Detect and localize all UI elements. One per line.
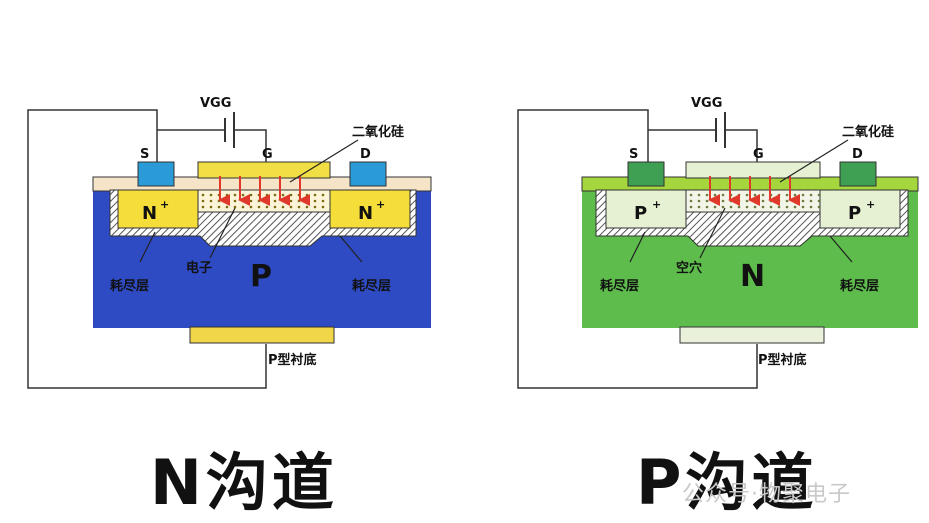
right-substrate-contact xyxy=(679,326,825,344)
right-g-label: G xyxy=(753,147,764,162)
right-body-label: N xyxy=(740,259,765,294)
right-p-well-right-label: P xyxy=(848,203,861,224)
left-channel-electrons xyxy=(198,190,330,212)
left-gate-wire xyxy=(234,129,267,162)
left-body-label: P xyxy=(250,259,272,294)
n-channel-title: N沟道 xyxy=(150,446,338,519)
left-source-terminal xyxy=(137,161,175,187)
left-drain-terminal xyxy=(349,161,387,187)
right-gate-electrode xyxy=(685,161,821,179)
left-field-arrows xyxy=(218,176,310,206)
right-depletion-left-label: 耗尽层 xyxy=(600,278,639,294)
left-carrier-leader xyxy=(209,207,236,259)
left-depletion-left-label: 耗尽层 xyxy=(110,278,149,294)
left-d-label: D xyxy=(360,147,371,162)
left-n-well-right-sup: + xyxy=(376,198,385,211)
left-s-label: S xyxy=(140,147,149,162)
right-depletion-right-label: 耗尽层 xyxy=(840,278,879,294)
right-p-well-left xyxy=(605,189,687,229)
left-n-well-left-label: N xyxy=(142,203,157,224)
left-depletion-right-leader xyxy=(339,235,363,263)
left-n-well-left xyxy=(117,189,199,229)
left-n-well-right-label: N xyxy=(358,203,373,224)
right-p-well-left-label: P xyxy=(634,203,647,224)
right-gate-wire xyxy=(725,129,758,162)
right-carrier-leader xyxy=(699,207,726,259)
left-n-well-left-sup: + xyxy=(160,198,169,211)
left-outer-wire xyxy=(27,109,267,389)
left-carrier-label: 电子 xyxy=(186,260,212,276)
left-oxide-label: 二氧化硅 xyxy=(352,124,404,140)
right-outer-wire xyxy=(517,109,758,389)
left-vgg-label: VGG xyxy=(200,96,231,111)
right-vgg-label: VGG xyxy=(691,96,722,111)
right-source-terminal xyxy=(627,161,665,187)
right-oxide-leader xyxy=(779,139,849,183)
left-substrate-label: P型衬底 xyxy=(268,352,317,368)
left-substrate-contact xyxy=(189,326,335,344)
left-oxide-leader xyxy=(289,139,359,183)
right-channel-holes xyxy=(686,190,820,212)
right-p-well-right-sup: + xyxy=(866,198,875,211)
right-carrier-label: 空穴 xyxy=(676,260,702,276)
p-channel-title: P沟道 xyxy=(636,446,818,519)
left-depletion-right-label: 耗尽层 xyxy=(352,278,391,294)
right-depletion-left-leader xyxy=(629,231,646,263)
watermark: 公众号·物聚电子 xyxy=(682,482,851,507)
left-n-well-right xyxy=(329,189,411,229)
right-field-arrows xyxy=(708,176,800,206)
left-gate-electrode xyxy=(197,161,331,179)
p-channel-diagram: VGG S G D 二氧化硅 P + P + 空穴 耗尽层 耗尽层 N P型衬底 xyxy=(517,96,919,389)
right-oxide-label: 二氧化硅 xyxy=(842,124,894,140)
right-p-well-left-sup: + xyxy=(652,198,661,211)
right-depletion-right-leader xyxy=(829,235,853,263)
right-p-well-right xyxy=(819,189,901,229)
left-depletion-left-leader xyxy=(139,231,156,263)
right-s-label: S xyxy=(629,147,638,162)
n-channel-diagram: VGG S G D 二氧化硅 N + N + 电子 耗尽层 耗尽层 P P型衬底 xyxy=(27,96,432,389)
right-drain-terminal xyxy=(839,161,877,187)
right-d-label: D xyxy=(852,147,863,162)
left-g-label: G xyxy=(262,147,273,162)
right-substrate-label: P型衬底 xyxy=(758,352,807,368)
